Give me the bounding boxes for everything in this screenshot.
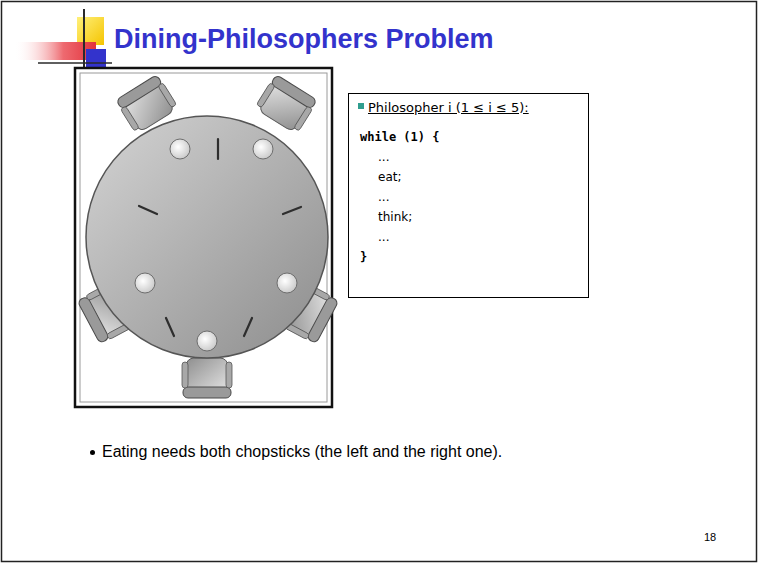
text-row: eat;	[360, 167, 578, 187]
code-line: eat;	[378, 168, 401, 187]
code-line: ...	[378, 148, 389, 167]
illustration-inner-frame	[80, 73, 327, 402]
code-line: think;	[378, 208, 412, 227]
text-row: ...	[360, 187, 578, 207]
bullet-note: Eating needs both chopsticks (the left a…	[102, 442, 502, 462]
bullet-square	[358, 103, 364, 109]
box-heading: Philosopher i (1 ≤ i ≤ 5):	[368, 99, 529, 117]
text-holder: Eating needs both chopsticks (the left a…	[102, 442, 502, 462]
plate-symbols	[135, 139, 297, 351]
bullet-dot	[90, 450, 95, 455]
code-line: while (1) {	[360, 128, 439, 147]
code-box: Philosopher i (1 ≤ i ≤ 5): while (1) {...…	[348, 93, 589, 298]
text-row: ...	[360, 147, 578, 167]
chair-symbols	[77, 74, 339, 398]
text-row: }	[360, 247, 578, 267]
page-number: 18	[704, 530, 716, 544]
slide-title: Dining-Philosophers Problem	[114, 23, 494, 55]
code-line: ...	[378, 188, 389, 207]
text-row: think;	[360, 207, 578, 227]
illustration-frame	[75, 68, 332, 407]
code-box-content: Philosopher i (1 ≤ i ≤ 5): while (1) {...…	[360, 98, 578, 267]
text-row: while (1) {	[360, 127, 578, 147]
code-line: ...	[378, 228, 389, 247]
text-row: ...	[360, 227, 578, 247]
text-holder: Dining-Philosophers Problem	[114, 23, 494, 55]
text-holder: 18	[704, 530, 716, 544]
table-circle	[86, 116, 328, 358]
code-line: }	[360, 248, 367, 267]
chopstick-symbols	[139, 139, 301, 336]
text-row: Philosopher i (1 ≤ i ≤ 5):	[360, 98, 578, 117]
